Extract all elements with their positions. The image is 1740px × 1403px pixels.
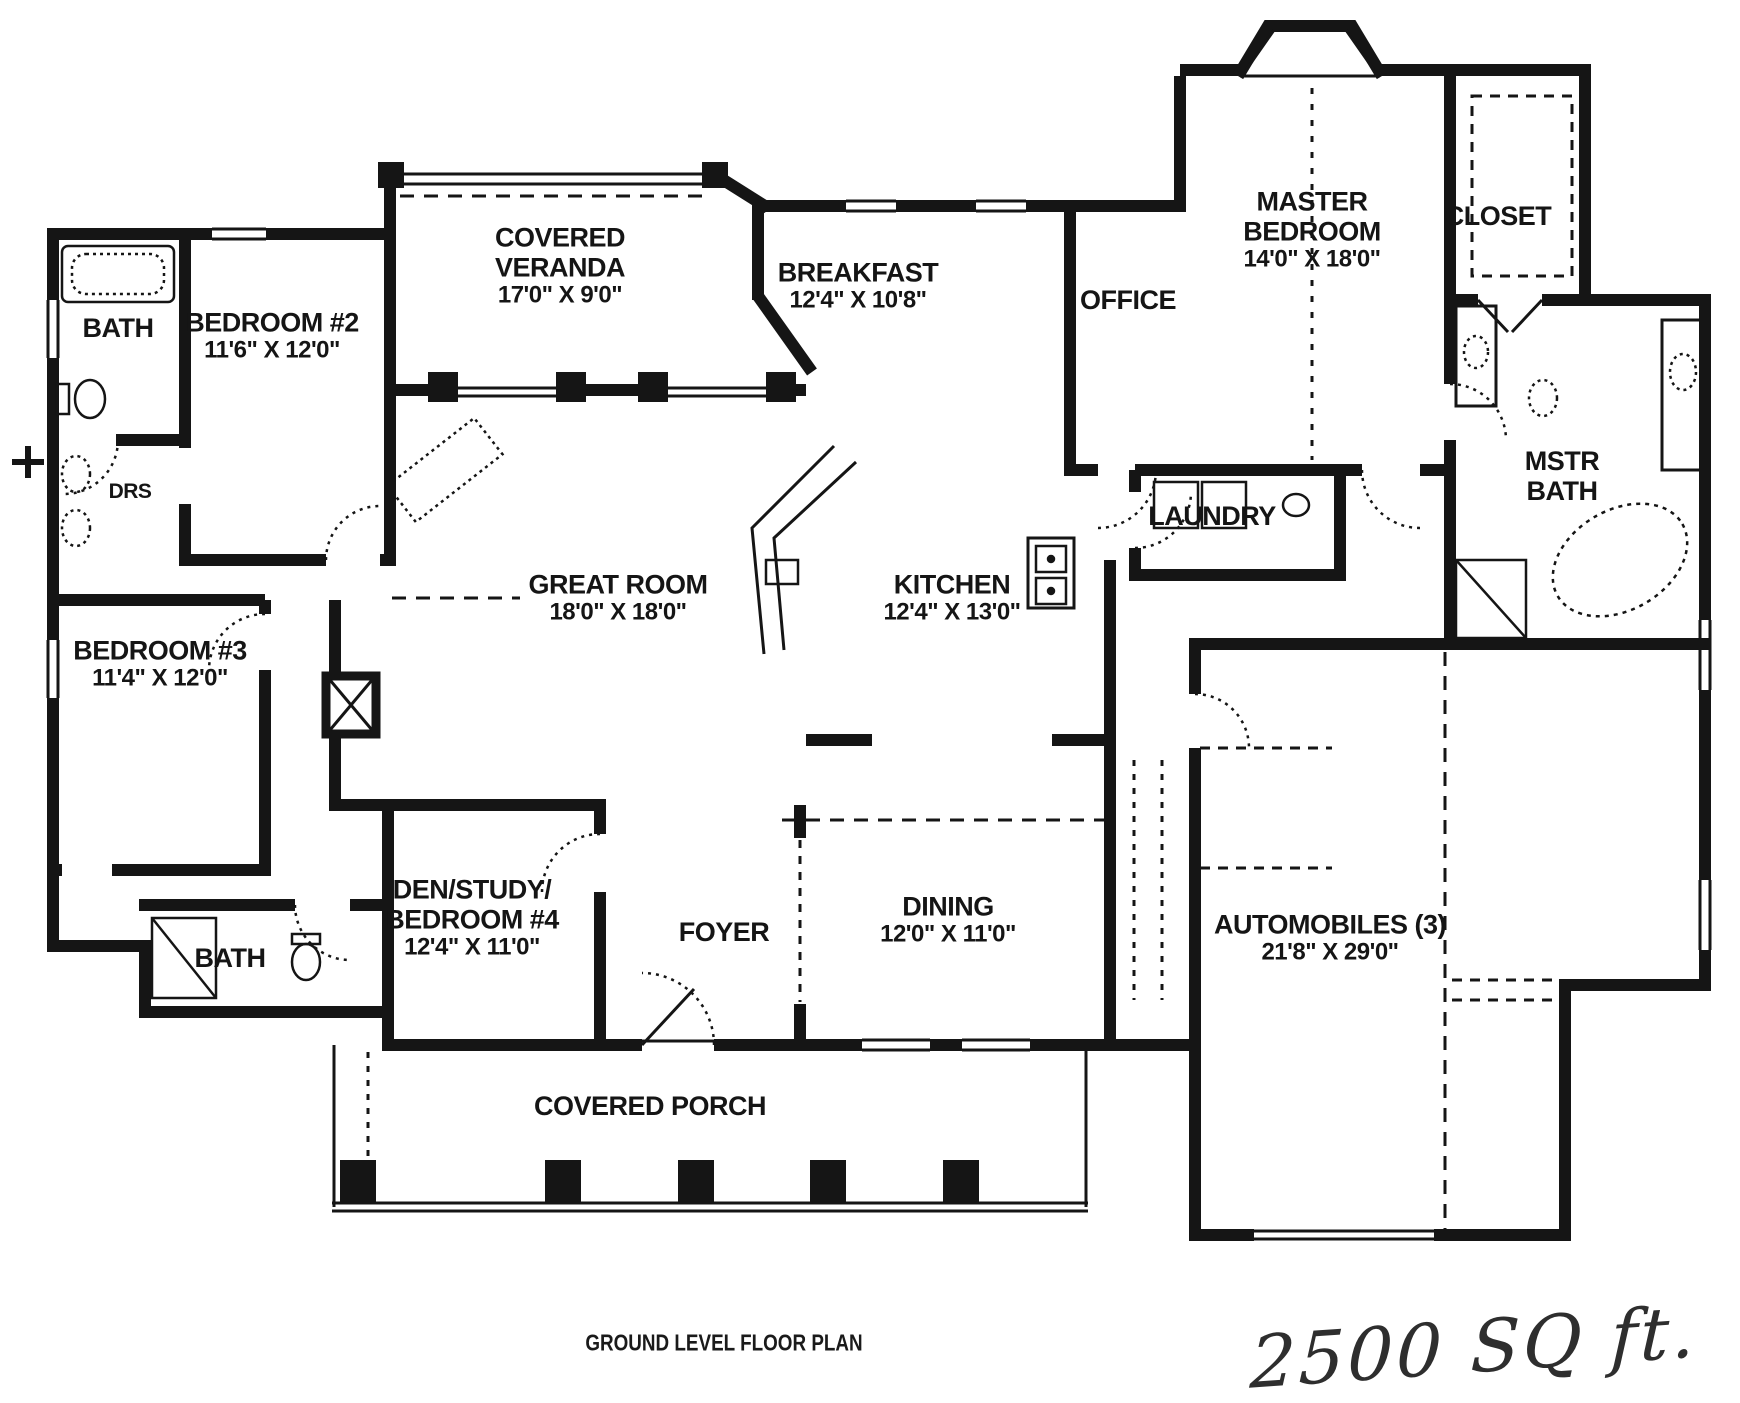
room-label-mstr-bath: MSTR BATH <box>1524 445 1600 506</box>
room-label-bath-lower: BATH <box>194 942 266 973</box>
room-label-dressers: DRS <box>108 480 152 504</box>
room-label-laundry: LAUNDRY <box>1148 500 1276 531</box>
room-label-bath-upper: BATH <box>82 312 154 343</box>
plan-caption: GROUND LEVEL FLOOR PLAN <box>585 1329 863 1356</box>
fixtures <box>12 244 1706 1000</box>
toilet-icon <box>1527 378 1559 418</box>
dryer-icon <box>1200 480 1248 530</box>
room-label-office: OFFICE <box>1080 284 1177 315</box>
dashed-lines <box>366 88 1574 1230</box>
room-label-foyer: FOYER <box>678 916 770 947</box>
fireplace <box>321 671 381 739</box>
bathtub-icon <box>60 244 176 304</box>
room-label-covered-porch: COVERED PORCH <box>533 1090 767 1121</box>
walls <box>47 20 1711 1241</box>
room-label-automobiles: AUTOMOBILES (3)21'8" X 29'0" <box>1213 909 1447 966</box>
door-swings <box>63 382 1508 1046</box>
porch-posts <box>340 162 979 1204</box>
shower-icon <box>150 916 218 1000</box>
toilet-icon <box>73 378 107 420</box>
washer-icon <box>1152 480 1200 530</box>
room-label-closet: CLOSET <box>1444 200 1552 231</box>
shower-icon <box>1454 558 1528 640</box>
toilet-icon <box>290 942 322 982</box>
corner-tub-icon <box>1551 502 1689 618</box>
